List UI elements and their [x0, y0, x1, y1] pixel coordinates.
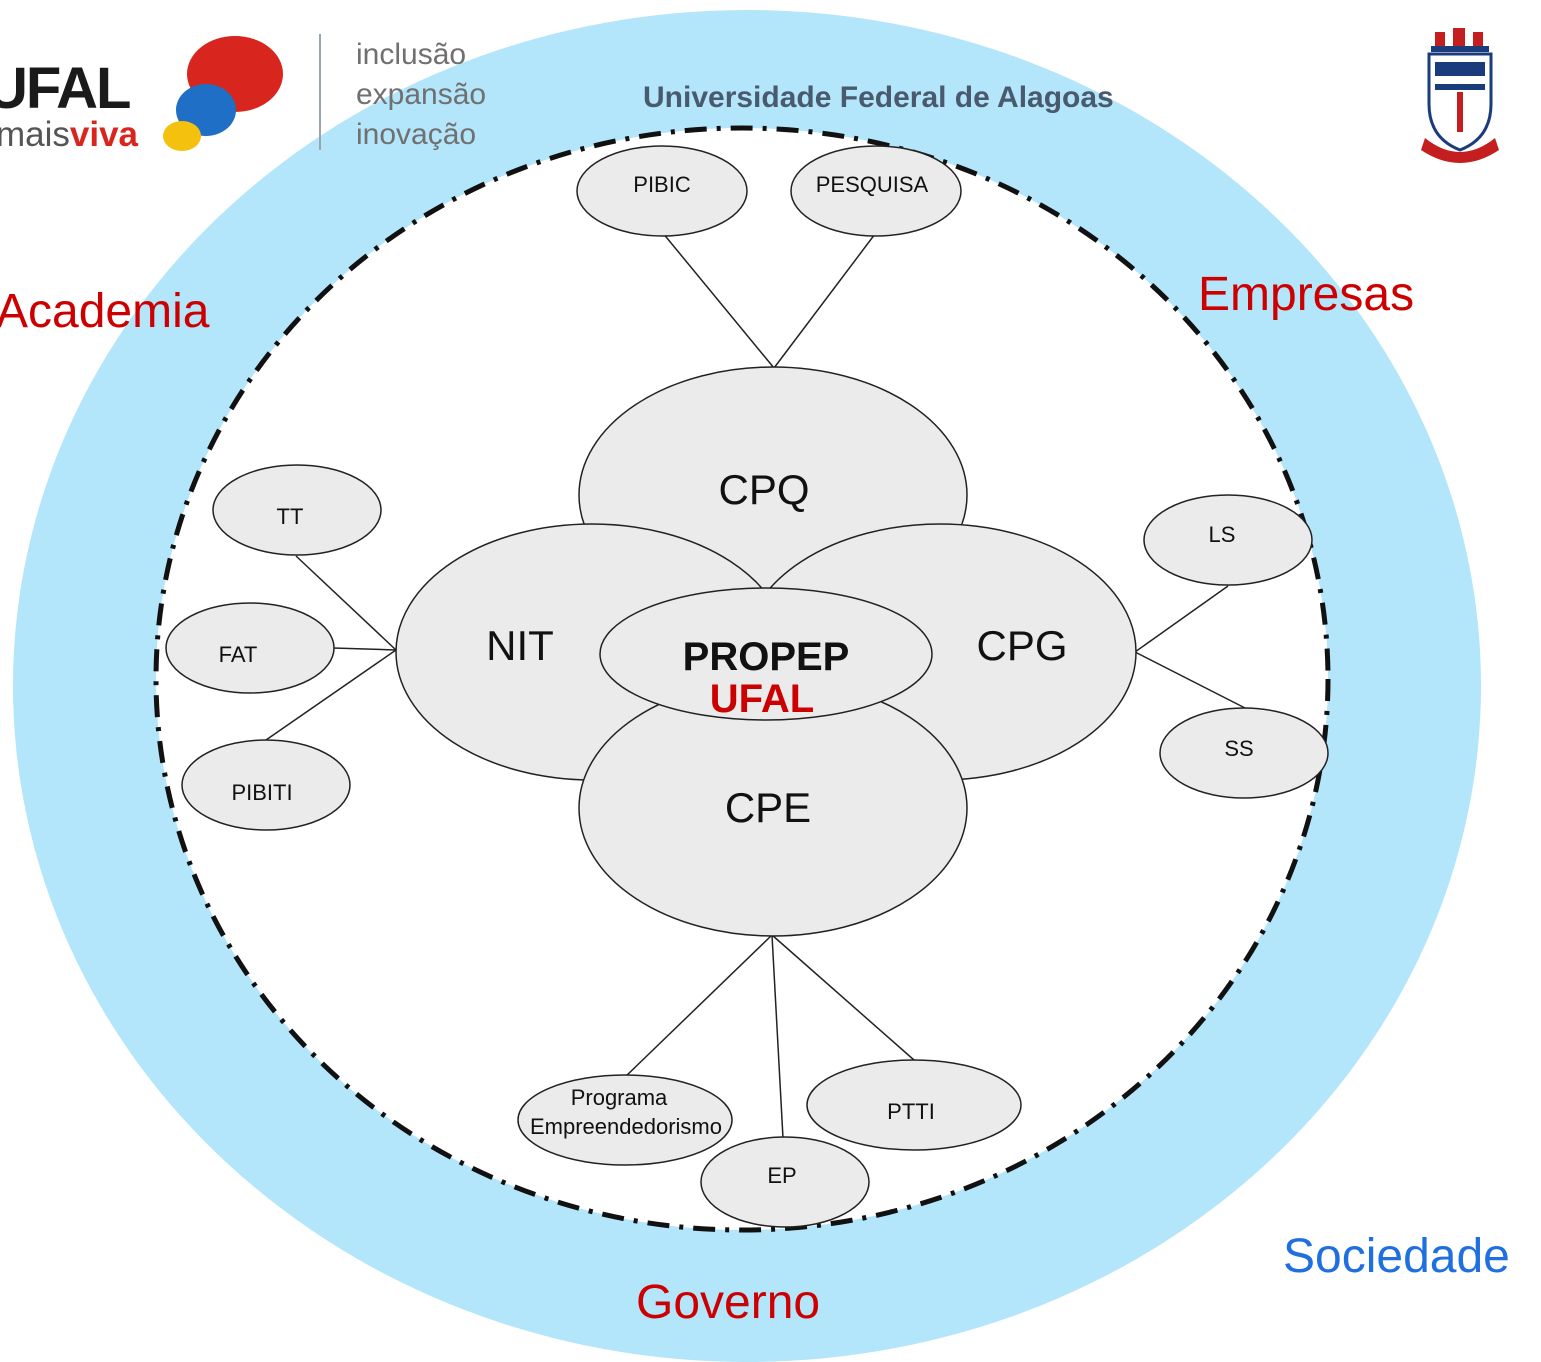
logo-wordmark: UFAL [0, 56, 130, 121]
fat-node [165, 602, 335, 694]
connectors [265, 231, 1246, 1139]
programa-label-line1: Programa [571, 1085, 668, 1110]
tt-node [212, 464, 382, 556]
connector-pibic [661, 231, 775, 369]
cpe-label: CPE [725, 784, 811, 831]
propep-title: PROPEP [683, 635, 850, 679]
region-empresas: Empresas [1198, 268, 1414, 321]
connector-ptti [771, 934, 915, 1061]
connector-ss [1134, 651, 1246, 709]
connector-fat [332, 647, 397, 651]
pibiti-node [181, 739, 351, 831]
ufal-coat-of-arms-icon [1421, 28, 1499, 163]
cpq-label: CPQ [718, 466, 809, 513]
logo-tagline-prefix: mais [0, 115, 70, 154]
region-governo: Governo [636, 1276, 820, 1329]
region-academia: Academia [0, 285, 210, 338]
coordinations [395, 366, 1137, 937]
motto-line: inovação [356, 118, 476, 151]
ptti-label: PTTI [887, 1099, 935, 1124]
fat-label: FAT [219, 642, 258, 667]
programa-node [517, 1074, 733, 1166]
connector-tt [295, 555, 397, 651]
cpg-label: CPG [976, 622, 1067, 669]
nit-label: NIT [486, 622, 554, 669]
tt-label: TT [277, 504, 304, 529]
university-name: Universidade Federal de Alagoas [643, 81, 1114, 114]
connector-programa [623, 934, 773, 1079]
ls-label: LS [1209, 522, 1236, 547]
pesquisa-node [790, 145, 962, 237]
ls-node [1143, 494, 1313, 586]
ep-node [700, 1136, 870, 1228]
programs [165, 145, 1329, 1228]
logo-tagline-bold: viva [70, 115, 139, 154]
pesquisa-label: PESQUISA [816, 172, 929, 197]
connector-ls [1134, 585, 1229, 653]
pibic-label: PIBIC [633, 172, 691, 197]
ss-node [1159, 707, 1329, 799]
motto-line: expansão [356, 78, 486, 111]
connector-pesquisa [773, 233, 876, 369]
ptti-node [806, 1059, 1022, 1151]
propep-subtitle: UFAL [710, 677, 814, 721]
program-labels: PIBIC PESQUISA TT FAT PIBITI LS SS Progr… [219, 172, 1254, 1188]
propep-node [599, 587, 933, 721]
pibic-node [576, 145, 748, 237]
logo-yellow-blob [163, 121, 201, 151]
motto: inclusão expansão inovação [356, 38, 486, 151]
logo-tagline: maisviva [0, 115, 139, 154]
programa-label-line2: Empreendedorismo [530, 1114, 722, 1139]
connector-pibiti [265, 649, 397, 741]
ufal-logo: UFAL maisviva [0, 36, 283, 154]
motto-line: inclusão [356, 38, 466, 71]
region-sociedade: Sociedade [1283, 1230, 1510, 1283]
pibiti-label: PIBITI [231, 780, 292, 805]
connector-ep [771, 934, 784, 1139]
ss-label: SS [1224, 736, 1253, 761]
ep-label: EP [767, 1163, 796, 1188]
